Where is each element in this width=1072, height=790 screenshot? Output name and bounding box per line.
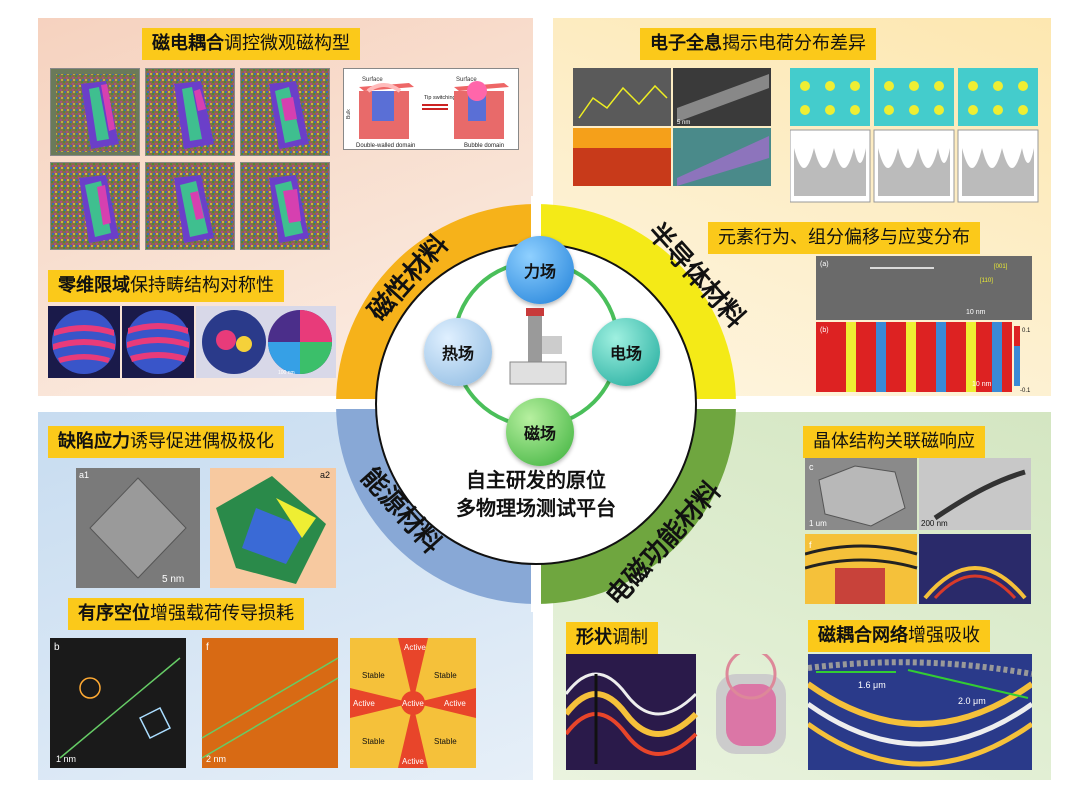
domain-image — [240, 68, 330, 156]
tag-magnetoelectric-coupling: 磁电耦合调控微观磁构型 — [142, 28, 360, 60]
svg-text:(a): (a) — [820, 261, 829, 268]
svg-text:Active: Active — [404, 643, 426, 652]
domain-switching-schematic: Surface Bulk Double-walled domain Tip sw… — [343, 68, 519, 150]
tag-element-behavior: 元素行为、组分偏移与应变分布 — [708, 222, 980, 254]
svg-text:[110]: [110] — [980, 278, 993, 284]
domain-image — [145, 162, 235, 250]
svg-text:-0.1: -0.1 — [1020, 388, 1031, 394]
svg-text:1.6 μm: 1.6 μm — [858, 680, 886, 690]
svg-text:f: f — [809, 540, 812, 550]
svg-text:a1: a1 — [79, 470, 89, 480]
node-force-field: 力场 — [506, 236, 574, 304]
svg-text:c: c — [809, 462, 814, 472]
svg-text:Active: Active — [353, 699, 375, 708]
svg-text:f: f — [206, 642, 209, 653]
defect-images: a1 5 nm a2 — [76, 468, 336, 588]
node-thermal-field: 热场 — [424, 318, 492, 386]
tag-ordered-vacancy: 有序空位增强载荷传导损耗 — [68, 598, 304, 630]
ring-segment-semiconductor — [536, 204, 736, 404]
svg-text:Active: Active — [402, 699, 424, 708]
svg-text:5 nm: 5 nm — [677, 120, 690, 126]
tag-electron-holography: 电子全息揭示电荷分布差异 — [640, 28, 876, 60]
domain-image — [240, 162, 330, 250]
holography-images: 5 nm — [573, 68, 771, 186]
svg-text:(b): (b) — [820, 327, 829, 334]
skyrmion-sphere-images: 100 nm — [48, 306, 336, 378]
svg-text:b: b — [54, 642, 60, 653]
svg-text:Stable: Stable — [362, 737, 385, 746]
svg-text:Stable: Stable — [434, 671, 457, 680]
svg-text:Active: Active — [444, 699, 466, 708]
svg-text:2 nm: 2 nm — [206, 754, 226, 764]
node-electric-field: 电场 — [592, 318, 660, 386]
svg-text:Stable: Stable — [362, 671, 385, 680]
svg-text:Active: Active — [402, 757, 424, 766]
svg-text:100 nm: 100 nm — [278, 370, 295, 376]
svg-text:a2: a2 — [320, 470, 330, 480]
svg-text:10 nm: 10 nm — [966, 309, 986, 316]
svg-text:Double-walled domain: Double-walled domain — [356, 143, 415, 149]
svg-text:[001]: [001] — [994, 264, 1008, 270]
svg-text:1 um: 1 um — [809, 519, 827, 528]
svg-text:0.1: 0.1 — [1022, 328, 1031, 334]
svg-text:Bubble domain: Bubble domain — [464, 143, 504, 149]
tag-zero-dimensional-confinement: 零维限域保持畴结构对称性 — [48, 270, 284, 302]
domain-image — [50, 68, 140, 156]
svg-text:10 nm: 10 nm — [972, 381, 992, 388]
svg-text:Bulk: Bulk — [346, 109, 352, 119]
domain-image — [145, 68, 235, 156]
svg-text:Stable: Stable — [434, 737, 457, 746]
microscope-icon — [509, 308, 567, 385]
node-magnetic-field: 磁场 — [506, 398, 574, 466]
crystal-images: c 1 um 200 nm f — [805, 458, 1031, 604]
ring-segment-magnetic — [336, 204, 536, 404]
svg-text:2.0 μm: 2.0 μm — [958, 696, 986, 706]
coupling-network-image: 1.6 μm 2.0 μm — [808, 654, 1032, 770]
charge-density-plots — [790, 68, 1039, 203]
svg-text:Tip switching: Tip switching — [424, 95, 456, 101]
shape-images — [566, 654, 786, 770]
svg-text:1 nm: 1 nm — [56, 754, 76, 764]
vacancy-images: b 1 nm f 2 nm Active Stable Stable Activ… — [50, 638, 476, 768]
center-title: 自主研发的原位 多物理场测试平台 — [456, 468, 616, 520]
ring-segment-electromagnetic — [536, 404, 736, 604]
svg-text:Surface: Surface — [362, 77, 383, 83]
ring-segment-energy — [336, 404, 536, 604]
domain-image — [50, 162, 140, 250]
svg-text:200 nm: 200 nm — [921, 519, 948, 528]
tag-defect-stress: 缺陷应力诱导促进偶极极化 — [48, 426, 284, 458]
tag-shape-modulation: 形状调制 — [566, 622, 658, 654]
svg-text:Surface: Surface — [456, 77, 477, 83]
tag-crystal-structure: 晶体结构关联磁响应 — [803, 426, 985, 458]
svg-text:5 nm: 5 nm — [162, 574, 184, 585]
strain-map: (a) [001] [110] 10 nm (b) 10 nm 0.1 -0.1 — [816, 256, 1032, 394]
tag-magnetic-coupling-network: 磁耦合网络增强吸收 — [808, 620, 990, 652]
